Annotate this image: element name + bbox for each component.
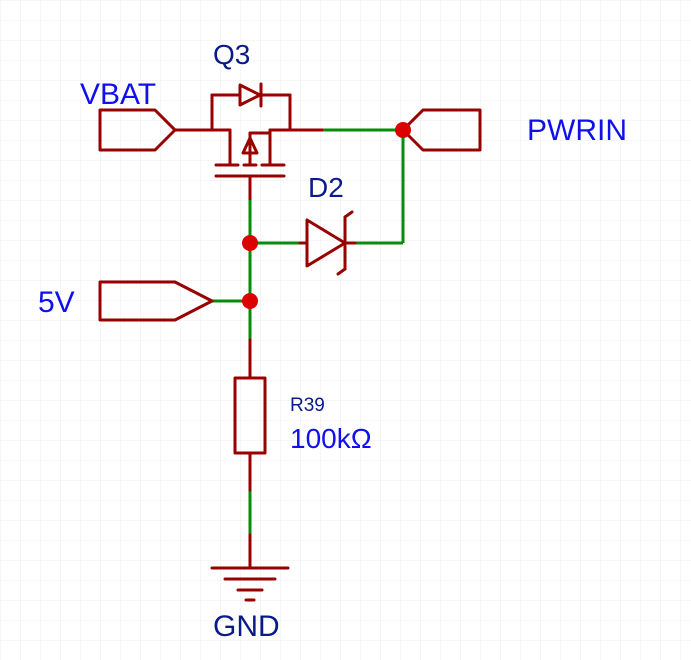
junction-pwrin: [395, 122, 411, 138]
gnd-symbol[interactable]: [210, 533, 290, 602]
r39-resistor[interactable]: [233, 338, 267, 492]
vbat-port[interactable]: [98, 108, 214, 152]
junction-five-v: [242, 293, 258, 309]
gnd-label: GND: [213, 610, 280, 643]
r39-value: 100kΩ: [290, 423, 372, 454]
five-v-port[interactable]: [98, 280, 214, 322]
q3-designator: Q3: [213, 39, 250, 70]
wires: [212, 128, 405, 535]
q3-mosfet[interactable]: [210, 82, 292, 202]
d2-designator: D2: [308, 172, 344, 203]
d2-diode[interactable]: [298, 210, 357, 276]
five-v-label: 5V: [38, 286, 75, 319]
pwrin-port[interactable]: [401, 108, 482, 152]
vbat-label: VBAT: [80, 78, 156, 111]
r39-designator: R39: [290, 395, 325, 416]
junction-diode-anode: [242, 235, 258, 251]
pwrin-label: PWRIN: [527, 114, 627, 147]
